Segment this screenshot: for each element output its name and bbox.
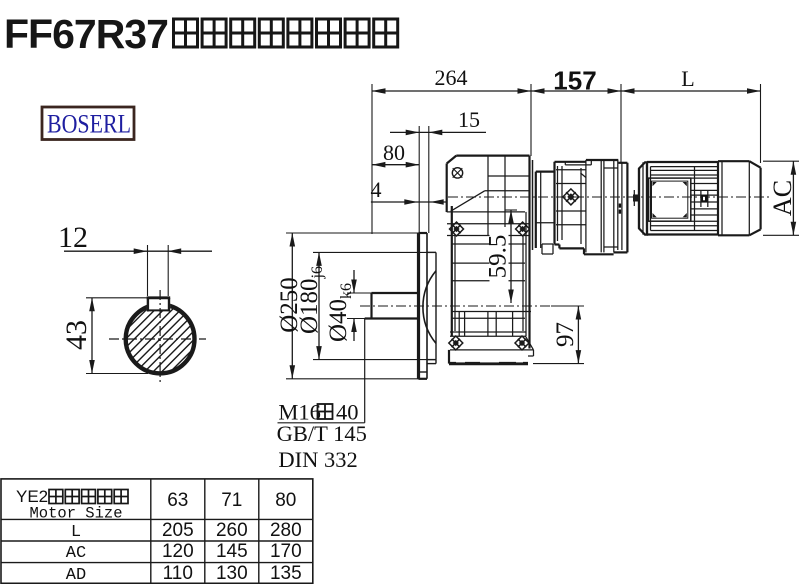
svg-text:4: 4 — [371, 177, 382, 202]
svg-text:120: 120 — [162, 541, 194, 562]
svg-text:40: 40 — [336, 400, 359, 425]
svg-text:Ø250: Ø250 — [276, 277, 303, 333]
svg-text:59.5: 59.5 — [485, 235, 512, 279]
svg-text:M16: M16 — [278, 400, 321, 425]
svg-text:43: 43 — [60, 320, 93, 350]
svg-text:110: 110 — [163, 563, 193, 584]
svg-text:135: 135 — [270, 563, 302, 584]
svg-text:130: 130 — [216, 563, 248, 584]
svg-text:AC: AC — [66, 544, 86, 563]
svg-text:264: 264 — [435, 65, 468, 90]
svg-text:145: 145 — [216, 541, 248, 562]
svg-text:12: 12 — [58, 221, 88, 254]
svg-text:80: 80 — [383, 140, 405, 165]
svg-text:80: 80 — [275, 490, 296, 511]
svg-text:71: 71 — [221, 490, 242, 511]
svg-text:63: 63 — [167, 490, 188, 511]
svg-text:FF67R37: FF67R37 — [4, 11, 168, 57]
svg-text:YE2: YE2 — [16, 487, 48, 506]
svg-text:Motor Size: Motor Size — [29, 505, 122, 523]
svg-text:GB/T 145: GB/T 145 — [277, 421, 367, 446]
svg-text:AD: AD — [66, 566, 86, 584]
svg-text:205: 205 — [162, 520, 194, 541]
svg-text:260: 260 — [216, 520, 248, 541]
svg-text:L: L — [681, 66, 694, 91]
svg-text:DIN 332: DIN 332 — [278, 447, 357, 472]
svg-text:280: 280 — [270, 520, 302, 541]
svg-text:97: 97 — [552, 322, 579, 347]
svg-text:157: 157 — [553, 66, 596, 96]
svg-text:170: 170 — [270, 541, 302, 562]
svg-text:L: L — [71, 523, 81, 542]
svg-text:BOSERL: BOSERL — [47, 110, 131, 139]
svg-text:AC: AC — [768, 180, 797, 216]
svg-text:15: 15 — [458, 107, 480, 132]
